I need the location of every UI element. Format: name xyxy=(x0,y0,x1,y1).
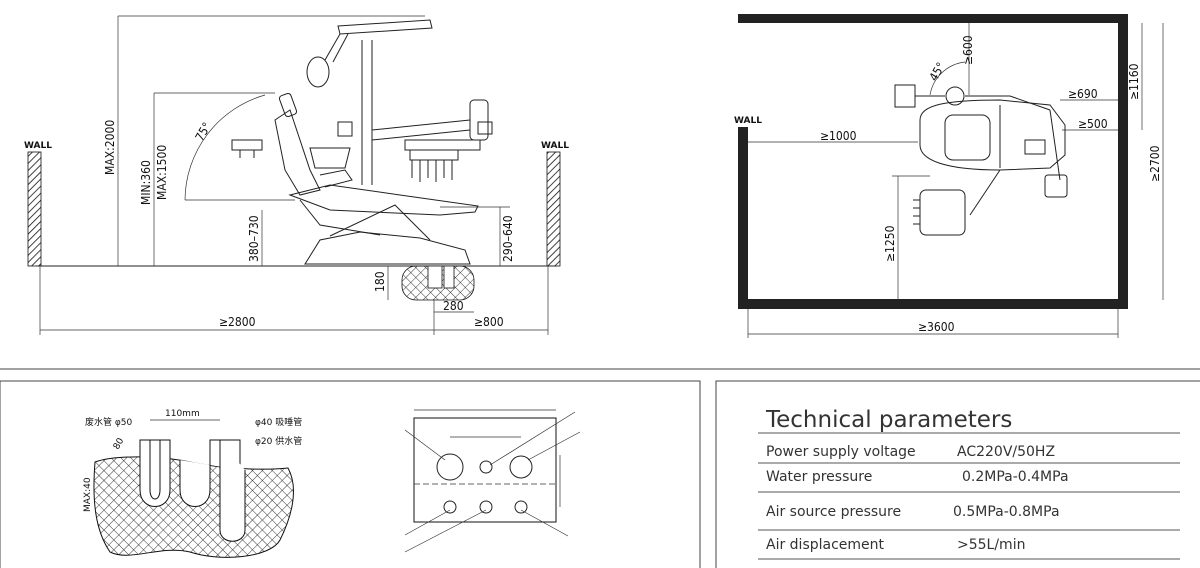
dim-ge-600: ≥600 xyxy=(961,35,975,65)
dim-ge-1000: ≥1000 xyxy=(820,129,857,143)
floor-pipe-section: 110mm 废水管 φ50 φ40 吸唾管 φ20 供水管 80 MAX:40 xyxy=(83,409,302,558)
dim-80: 80 xyxy=(112,436,127,451)
dim-ge-2700: ≥2700 xyxy=(1148,145,1162,182)
param-label-power: Power supply voltage xyxy=(766,444,916,460)
param-value-power: AC220V/50HZ xyxy=(957,444,1055,460)
dim-max-40: MAX:40 xyxy=(83,477,93,512)
dim-290-640: 290–640 xyxy=(501,215,515,262)
wall-label-right: WALL xyxy=(541,141,569,151)
dim-angle-75: 75° xyxy=(192,120,214,144)
param-value-air-pressure: 0.5MPa-0.8MPa xyxy=(953,504,1060,520)
recline-arc xyxy=(184,94,266,201)
dim-ge-500: ≥500 xyxy=(1078,117,1108,131)
dim-max-1500: MAX:1500 xyxy=(155,145,169,200)
label-suction-section: φ40 吸唾管 xyxy=(255,416,302,428)
plan-wall-label: WALL xyxy=(734,116,762,126)
tech-params-title: Technical parameters xyxy=(765,407,1012,433)
right-wall xyxy=(546,151,561,267)
technical-parameters-table: Technical parameters Power supply voltag… xyxy=(758,407,1180,560)
param-value-water: 0.2MPa-0.4MPa xyxy=(962,469,1069,485)
dim-ge-1250: ≥1250 xyxy=(883,225,897,262)
plan-wall-top xyxy=(738,14,1128,23)
dim-ge-690: ≥690 xyxy=(1068,87,1098,101)
dental-chair-side xyxy=(231,19,493,265)
dim-ge-800: ≥800 xyxy=(474,315,504,329)
param-label-air-displacement: Air displacement xyxy=(766,537,885,553)
dim-max-2000: MAX:2000 xyxy=(103,120,117,175)
dental-chair-plan xyxy=(894,84,1068,236)
param-label-air-pressure: Air source pressure xyxy=(766,504,901,520)
dim-110mm-section: 110mm xyxy=(165,409,200,419)
plan-wall-right xyxy=(1118,14,1128,309)
side-view: WALL WALL MAX:2000 MIN:360 MAX:1500 380–… xyxy=(24,15,569,335)
param-value-air-displacement: >55L/min xyxy=(957,537,1025,553)
dim-ge-3600: ≥3600 xyxy=(918,320,955,334)
param-label-water: Water pressure xyxy=(766,469,872,485)
dim-angle-45: 45° xyxy=(926,60,948,84)
dim-ge-1160: ≥1160 xyxy=(1127,63,1141,100)
dim-min-360: MIN:360 xyxy=(139,160,153,205)
floor-box-plan xyxy=(404,409,581,553)
wall-label-left: WALL xyxy=(24,141,52,151)
bottom-left-panel xyxy=(0,380,701,568)
label-water-section: φ20 供水管 xyxy=(255,435,302,447)
plan-wall-bottom xyxy=(738,299,1128,309)
plan-view: WALL ≥1000 ≥600 45° ≥690 ≥500 ≥1160 ≥270… xyxy=(734,14,1164,338)
bottom-right-panel xyxy=(715,380,1200,568)
label-drain-section: 废水管 φ50 xyxy=(85,416,133,428)
dim-280: 280 xyxy=(443,299,464,313)
dim-180: 180 xyxy=(373,271,387,292)
dim-ge-2800: ≥2800 xyxy=(219,315,256,329)
left-wall xyxy=(27,151,42,267)
plan-wall-left xyxy=(738,127,748,309)
dim-380-730: 380–730 xyxy=(247,215,261,262)
